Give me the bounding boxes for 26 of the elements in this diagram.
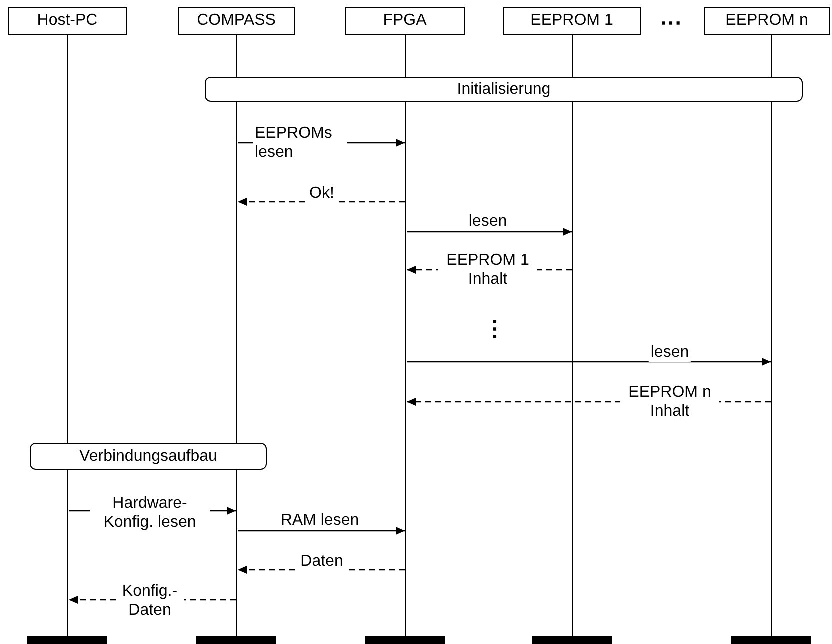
message-label: lesen	[648, 343, 692, 362]
vertical-ellipsis-mark: ⋮	[484, 318, 506, 340]
phase-band: Verbindungsaufbau	[30, 443, 267, 470]
lifeline	[572, 35, 574, 636]
lifeline	[67, 35, 69, 636]
phase-band: Initialisierung	[205, 77, 803, 102]
lifeline-end-bar	[27, 636, 107, 644]
lifeline-end-bar	[532, 636, 612, 644]
lifeline	[771, 35, 773, 636]
participant-box: EEPROM 1	[503, 7, 641, 35]
message-label: Daten	[298, 552, 346, 571]
lifeline-end-bar	[365, 636, 445, 644]
message-arrow	[407, 358, 771, 366]
lifeline	[405, 35, 407, 636]
participant-box: COMPASS	[178, 7, 295, 35]
participant-box: EEPROM n	[704, 7, 830, 35]
message-label: Hardware-Konfig. lesen	[90, 494, 210, 532]
lifeline-end-bar	[196, 636, 276, 644]
participant-box: Host-PC	[8, 7, 127, 35]
ellipsis-mark: ⋯	[660, 12, 682, 34]
lifeline-end-bar	[731, 636, 811, 644]
message-arrow	[407, 228, 572, 236]
lifeline	[236, 35, 238, 636]
message-label: Ok!	[308, 184, 336, 203]
message-arrow	[238, 527, 405, 535]
participant-box: FPGA	[345, 7, 465, 35]
